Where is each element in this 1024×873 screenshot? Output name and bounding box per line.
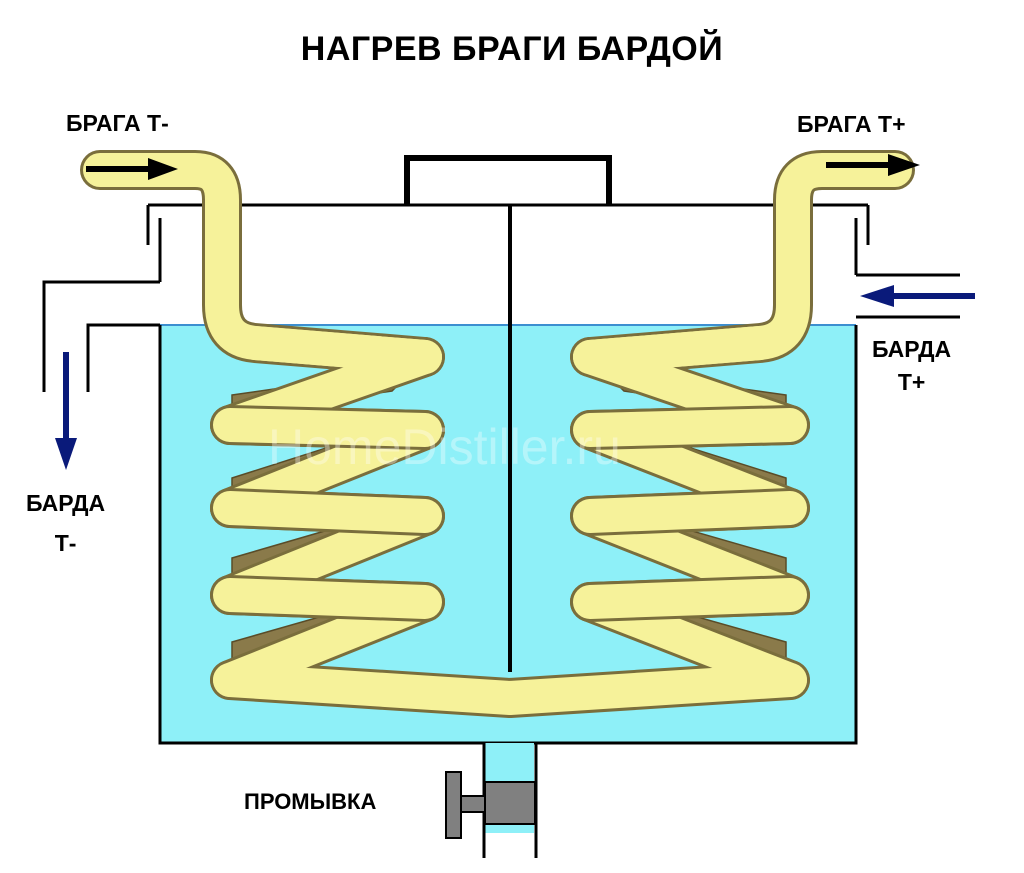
braga-outlet-label: БРАГА Т+ bbox=[797, 111, 906, 137]
barda-inlet-label-line2: Т+ bbox=[897, 369, 926, 395]
lid-handle bbox=[404, 155, 612, 205]
barda-outlet-label-line2: Т- bbox=[54, 530, 77, 556]
barda-in-arrow bbox=[860, 285, 975, 307]
watermark: HomeDistiller.ru bbox=[268, 419, 621, 475]
coil-front-turns bbox=[210, 326, 810, 622]
barda-inlet-label-line1: БАРДА bbox=[872, 336, 952, 362]
flush-valve-label: ПРОМЫВКА bbox=[244, 789, 377, 814]
barda-outlet-label-line1: БАРДА bbox=[26, 490, 106, 516]
barda-outlet-label: БАРДА Т- bbox=[26, 483, 105, 563]
barda-out-arrow bbox=[55, 352, 77, 470]
diagram-title: НАГРЕВ БРАГИ БАРДОЙ bbox=[300, 30, 724, 68]
stillage-inlet-pipe bbox=[856, 273, 960, 319]
braga-inlet-label: БРАГА Т- bbox=[66, 110, 169, 136]
braga-in-arrow bbox=[86, 158, 178, 180]
drain-valve[interactable] bbox=[445, 771, 536, 839]
barda-inlet-label: БАРДА Т+ bbox=[872, 333, 951, 399]
braga-out-arrow bbox=[826, 154, 920, 176]
stillage-outlet-pipe bbox=[42, 280, 160, 392]
